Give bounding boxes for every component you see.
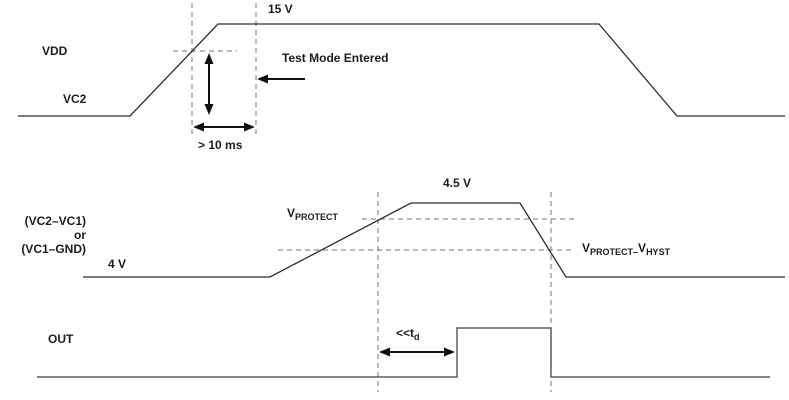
delay-arrow-head-left [379,347,390,357]
delay-label: <<td [396,327,420,343]
vdd-label: VDD [42,44,68,58]
rise-measure-arrow-head-down [204,104,214,115]
minus-sign: – [633,247,639,257]
start-level-label: 4 V [108,257,127,271]
vhyst-symbol: V [638,241,647,255]
vprotect-symbol-2: V [582,241,591,255]
rise-measure-arrow-head-up [204,53,214,64]
duration-label: > 10 ms [198,138,243,152]
vprotect-subscript: PROTECT [295,212,339,222]
middle-signal-label-line1: (VC2–VC1) [24,214,86,228]
delay-label-main: <<t [396,326,415,340]
middle-signal-label-line2: or [74,228,86,242]
duration-arrow-head-right [244,122,255,132]
vc2-label: VC2 [63,92,87,106]
out-waveform [37,327,770,378]
vdd-vc2-waveform [18,23,785,117]
middle-signal-label: (VC2–VC1) or (VC1–GND) [4,214,86,256]
top-waveform-group [18,3,785,137]
vhyst-subscript: HYST [646,247,671,257]
duration-arrow-head-left [193,122,204,132]
middle-signal-label-line3: (VC1–GND) [21,242,86,256]
duration-arrow [193,122,255,132]
test-mode-label: Test Mode Entered [282,51,389,65]
vprotect-label: VPROTECT [287,207,338,223]
test-mode-arrow-head-left [257,74,268,84]
delay-label-subscript: d [414,332,420,342]
bottom-waveform-group [37,327,770,378]
rise-measure-arrow [204,53,214,115]
vprotect-subscript-2: PROTECT [590,247,634,257]
vprotect-symbol: V [287,206,296,220]
vc2-vc1-waveform [83,202,785,278]
out-label: OUT [48,332,74,346]
delay-arrow [379,347,455,357]
vprotect-minus-vhyst-label: VPROTECT–VHYST [582,242,670,258]
peak-level-label: 4.5 V [443,176,472,190]
middle-waveform-group [83,192,785,392]
test-mode-arrow [257,74,305,84]
delay-arrow-head-right [444,347,455,357]
top-level-label: 15 V [268,2,293,16]
